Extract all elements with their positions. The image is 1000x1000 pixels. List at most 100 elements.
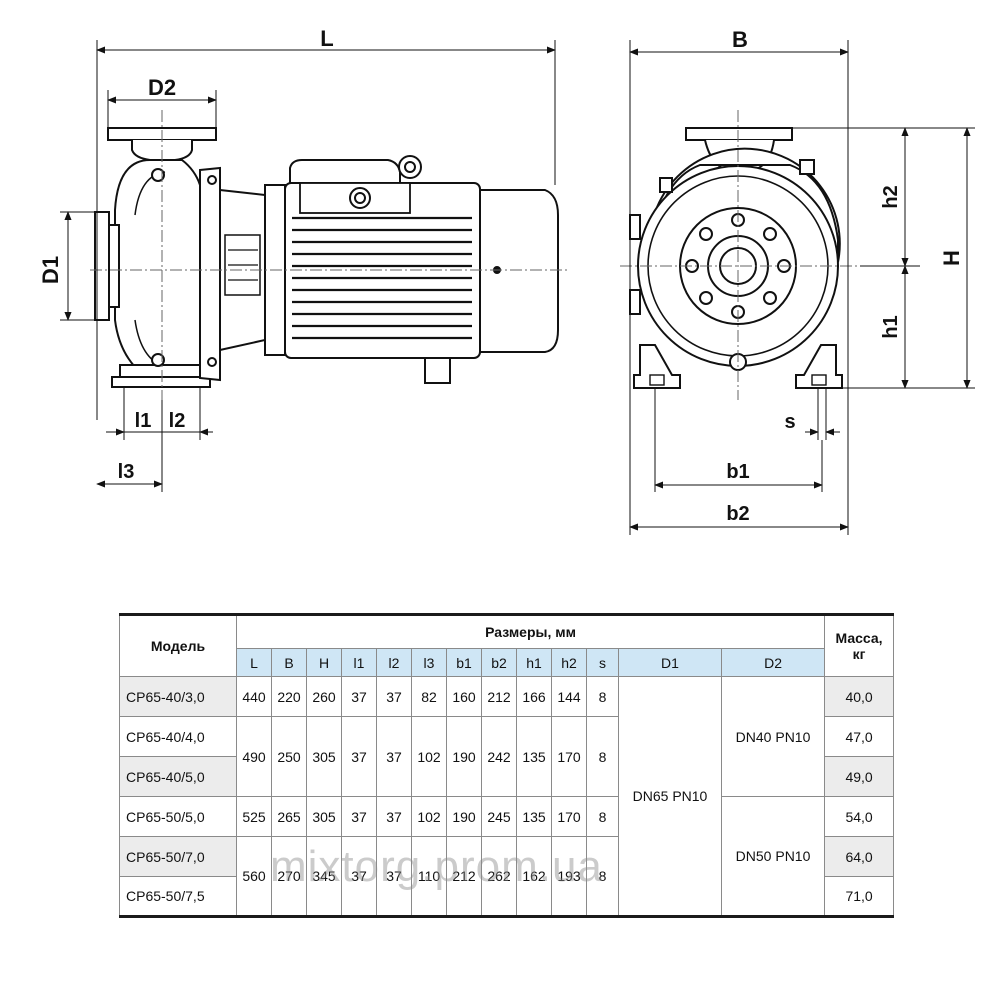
- model-cell: CP65-50/7,0: [119, 836, 237, 877]
- dim-b2: 262: [481, 836, 517, 918]
- header-mass: Масса, кг: [824, 613, 895, 677]
- model-cell: CP65-40/4,0: [119, 716, 237, 757]
- col-L: L: [236, 648, 272, 677]
- pump-front-view: [629, 127, 843, 389]
- dim-l1: 37: [341, 836, 377, 918]
- mass-cell: 49,0: [824, 756, 895, 797]
- table-row: CP65-50/5,0 525 265 305 37 37 102 190 24…: [119, 796, 895, 918]
- dim-H: 345: [306, 836, 342, 918]
- model-cell: CP65-50/7,5: [119, 876, 237, 918]
- table-row: CP65-50/7,5 71,0: [119, 876, 895, 918]
- col-l1: l1: [341, 648, 377, 677]
- label-l3: l3: [118, 461, 135, 483]
- dim-b1: 190: [446, 796, 482, 837]
- label-s: s: [784, 411, 795, 433]
- pump-dimension-drawing: L D2 D1 l1 l2 l3 B h2 h1 H s b1 b2: [38, 26, 975, 535]
- dim-H: 305: [306, 796, 342, 837]
- dim-B: 220: [271, 676, 307, 717]
- label-l2: l2: [169, 410, 186, 432]
- col-h2: h2: [551, 648, 587, 677]
- front-centerlines: [620, 110, 860, 400]
- col-H: H: [306, 648, 342, 677]
- dim-b1: 160: [446, 676, 482, 717]
- label-L: L: [320, 26, 333, 51]
- mass-cell: 40,0: [824, 676, 895, 717]
- col-s: s: [586, 648, 619, 677]
- label-b1: b1: [726, 461, 749, 483]
- dim-B: 270: [271, 836, 307, 918]
- dim-l1: 37: [341, 676, 377, 717]
- model-cell: CP65-40/3,0: [119, 676, 237, 717]
- dim-h2: 170: [551, 716, 587, 797]
- dim-L: 560: [236, 836, 272, 918]
- label-b2: b2: [726, 503, 749, 525]
- dim-B: 250: [271, 716, 307, 797]
- col-b2: b2: [481, 648, 517, 677]
- dim-b1: 212: [446, 836, 482, 918]
- dim-l2: 37: [376, 796, 412, 837]
- col-l3: l3: [411, 648, 447, 677]
- table-row: CP65-50/7,0 560 270 345 37 37 110 212 26…: [119, 836, 895, 918]
- label-h1: h1: [880, 315, 902, 338]
- dim-D1: DN65 PN10: [618, 676, 722, 918]
- dim-l2: 37: [376, 716, 412, 797]
- dim-s: 8: [586, 836, 619, 918]
- dim-l2: 37: [376, 676, 412, 717]
- dim-h1: 166: [516, 676, 552, 717]
- dim-h2: 193: [551, 836, 587, 918]
- dim-s: 8: [586, 716, 619, 797]
- mass-cell: 64,0: [824, 836, 895, 877]
- mass-cell: 54,0: [824, 796, 895, 837]
- side-centerlines: [90, 110, 570, 400]
- dim-b1: 190: [446, 716, 482, 797]
- label-h2: h2: [880, 185, 902, 208]
- front-dimensions: [629, 40, 975, 535]
- dim-b2: 242: [481, 716, 517, 797]
- col-b1: b1: [446, 648, 482, 677]
- dim-L: 525: [236, 796, 272, 837]
- dim-b2: 212: [481, 676, 517, 717]
- col-D1: D1: [618, 648, 722, 677]
- mass-cell: 71,0: [824, 876, 895, 918]
- pump-side-view: [94, 127, 559, 388]
- dim-L: 490: [236, 716, 272, 797]
- dim-l3: 110: [411, 836, 447, 918]
- dim-l2: 37: [376, 836, 412, 918]
- model-cell: CP65-50/5,0: [119, 796, 237, 837]
- col-l2: l2: [376, 648, 412, 677]
- side-dimensions: [60, 40, 556, 492]
- dim-h2: 170: [551, 796, 587, 837]
- dim-h1: 162: [516, 836, 552, 918]
- col-D2: D2: [720, 648, 826, 677]
- dim-L: 440: [236, 676, 272, 717]
- label-H: H: [939, 250, 964, 266]
- table-row: CP65-40/5,0 49,0: [119, 756, 895, 797]
- dim-l3: 82: [411, 676, 447, 717]
- table-row: CP65-40/3,0 440 220 260 37 37 82 160 212…: [119, 676, 895, 918]
- dim-l3: 102: [411, 796, 447, 837]
- col-B: B: [271, 648, 307, 677]
- dim-l1: 37: [341, 716, 377, 797]
- dim-h1: 135: [516, 716, 552, 797]
- header-mass-line2: кг: [852, 646, 866, 662]
- dim-l3: 102: [411, 716, 447, 797]
- col-h1: h1: [516, 648, 552, 677]
- table-row: CP65-40/4,0 490 250 305 37 37 102 190 24…: [119, 716, 895, 797]
- label-D2: D2: [148, 75, 176, 100]
- dim-b2: 245: [481, 796, 517, 837]
- dimensions-table: Модель Размеры, мм Масса, кг L B H l1 l2…: [119, 613, 895, 918]
- label-D1: D1: [38, 256, 63, 284]
- mass-cell: 47,0: [824, 716, 895, 757]
- header-mass-line1: Масса,: [835, 630, 883, 646]
- model-cell: CP65-40/5,0: [119, 756, 237, 797]
- dim-H: 305: [306, 716, 342, 797]
- dim-h2: 144: [551, 676, 587, 717]
- label-B: B: [732, 27, 748, 52]
- dim-l1: 37: [341, 796, 377, 837]
- dim-D2: DN50 PN10: [720, 796, 826, 918]
- dim-s: 8: [586, 796, 619, 837]
- dim-B: 265: [271, 796, 307, 837]
- label-l1: l1: [135, 410, 152, 432]
- dim-h1: 135: [516, 796, 552, 837]
- dim-s: 8: [586, 676, 619, 717]
